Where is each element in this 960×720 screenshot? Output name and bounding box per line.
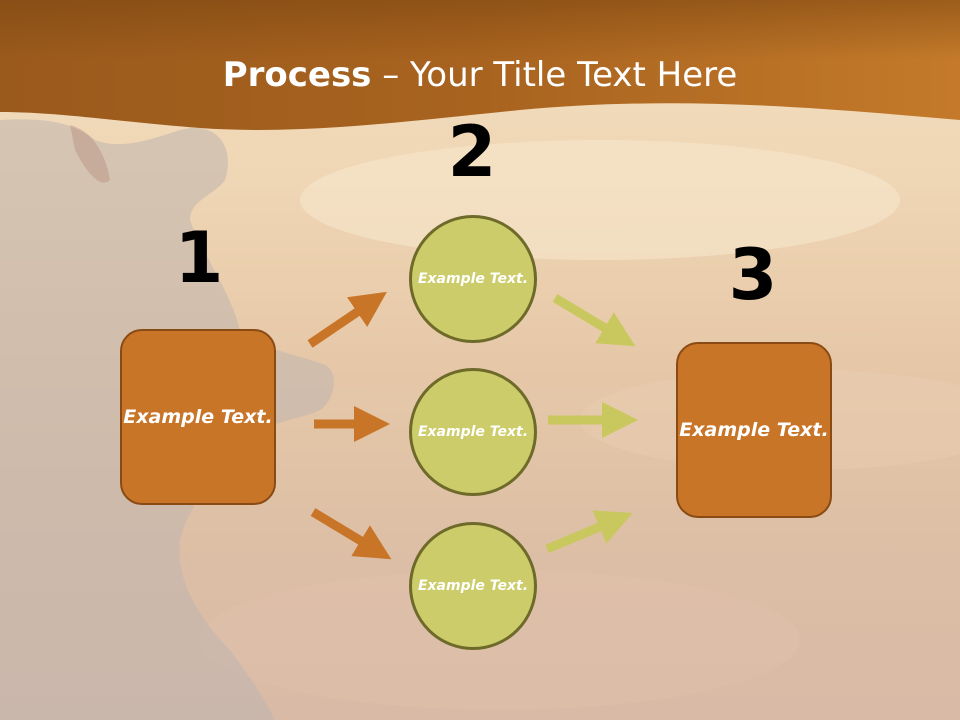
step3-box: Example Text. [676,342,832,518]
step-number-1: 1 [174,217,224,299]
title-rest: – Your Title Text Here [371,55,738,95]
slide-title: Process – Your Title Text Here [0,55,960,95]
title-banner [0,0,960,130]
step1-box: Example Text. [120,329,276,505]
step2-circle-middle: Example Text. [409,368,537,496]
step2-circle-bottom: Example Text. [409,522,537,650]
title-bold: Process [222,55,372,95]
step-number-3: 3 [728,234,778,316]
arrow-bottom-to-right [545,510,633,554]
arrow-top-to-right [552,294,636,347]
step-number-2: 2 [447,111,497,193]
arrow-left-to-top [307,291,387,348]
step2-circle-top: Example Text. [409,215,537,343]
arrow-left-to-bottom [310,508,392,560]
